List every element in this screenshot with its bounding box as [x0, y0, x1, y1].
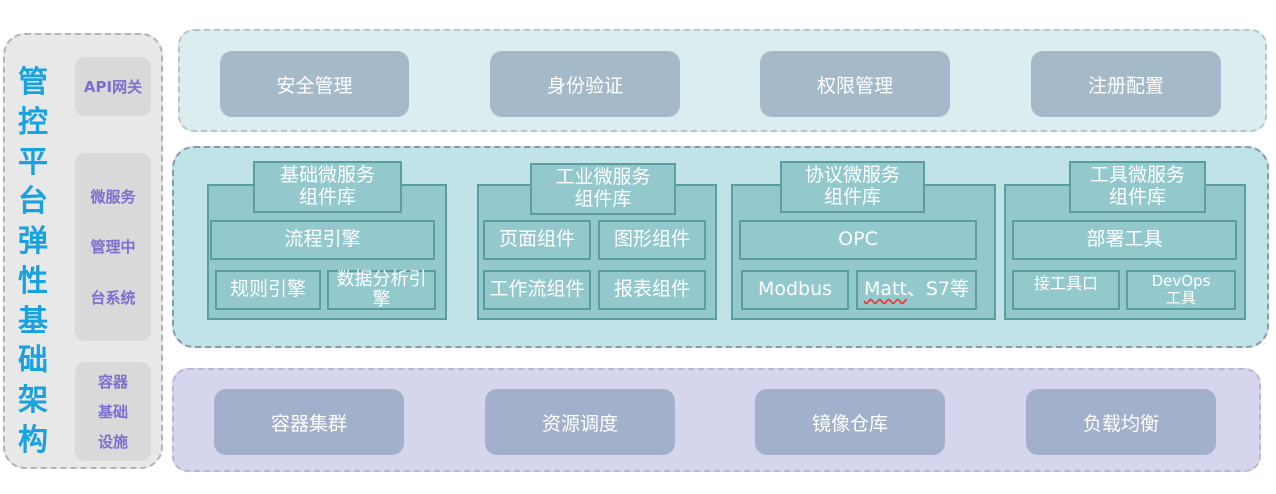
- title-char: 性: [18, 263, 48, 299]
- data-analysis-engine-box: 数据分析引擎: [327, 270, 436, 310]
- matt-s7-box: Matt、S7等: [856, 270, 977, 310]
- container-infra-box: 容器 基础 设施: [75, 362, 151, 461]
- title-char: 础: [18, 343, 48, 379]
- vertical-title: 管 控 平 台 弹 性 基 础 架 构: [8, 68, 58, 456]
- api-gateway-box: API网关: [75, 57, 151, 116]
- middle-line: 管理中: [90, 238, 136, 257]
- devops-tools-box: DevOps 工具: [1126, 270, 1236, 310]
- title-char: 控: [18, 104, 48, 140]
- page-component-box: 页面组件: [483, 220, 591, 260]
- tools-group-title: 工具微服务 组件库: [1069, 161, 1206, 213]
- middle-line: 台系统: [90, 289, 136, 308]
- title-char: 平: [18, 144, 48, 180]
- title-char: 构: [18, 422, 48, 458]
- title-char: 管: [18, 65, 48, 100]
- industrial-group-title: 工业微服务 组件库: [530, 163, 676, 215]
- rule-engine-box: 规则引擎: [215, 270, 321, 310]
- title-char: 台: [18, 184, 48, 220]
- container-line: 设施: [97, 433, 128, 452]
- security-mgmt-box: 安全管理: [220, 51, 409, 117]
- resource-scheduling-box: 资源调度: [485, 389, 675, 455]
- load-balancing-box: 负载均衡: [1026, 389, 1216, 455]
- tool-interface-box: 接工具口: [1012, 270, 1120, 310]
- container-line: 容器: [97, 372, 128, 391]
- basic-group-title: 基础微服务 组件库: [253, 161, 402, 213]
- microservice-mgmt-box: 微服务 管理中 台系统: [75, 153, 151, 341]
- graphic-component-box: 图形组件: [598, 220, 706, 260]
- identity-auth-box: 身份验证: [490, 51, 680, 117]
- title-char: 基: [18, 303, 48, 339]
- process-engine-box: 流程引擎: [210, 220, 435, 260]
- title-char: 弹: [18, 224, 48, 260]
- protocol-group-title: 协议微服务 组件库: [780, 161, 925, 213]
- opc-box: OPC: [739, 220, 977, 260]
- matt-label: Matt: [863, 278, 907, 301]
- modbus-box: Modbus: [741, 270, 849, 310]
- workflow-component-box: 工作流组件: [483, 270, 591, 310]
- middle-line: 微服务: [90, 187, 136, 206]
- image-registry-box: 镜像仓库: [755, 389, 945, 455]
- title-char: 架: [18, 383, 48, 419]
- permission-mgmt-box: 权限管理: [760, 51, 950, 117]
- deploy-tools-box: 部署工具: [1012, 220, 1237, 260]
- container-cluster-box: 容器集群: [214, 389, 404, 455]
- container-line: 基础: [97, 402, 128, 421]
- report-component-box: 报表组件: [598, 270, 706, 310]
- s7-label: 、S7等: [906, 278, 970, 301]
- registry-config-box: 注册配置: [1031, 51, 1221, 117]
